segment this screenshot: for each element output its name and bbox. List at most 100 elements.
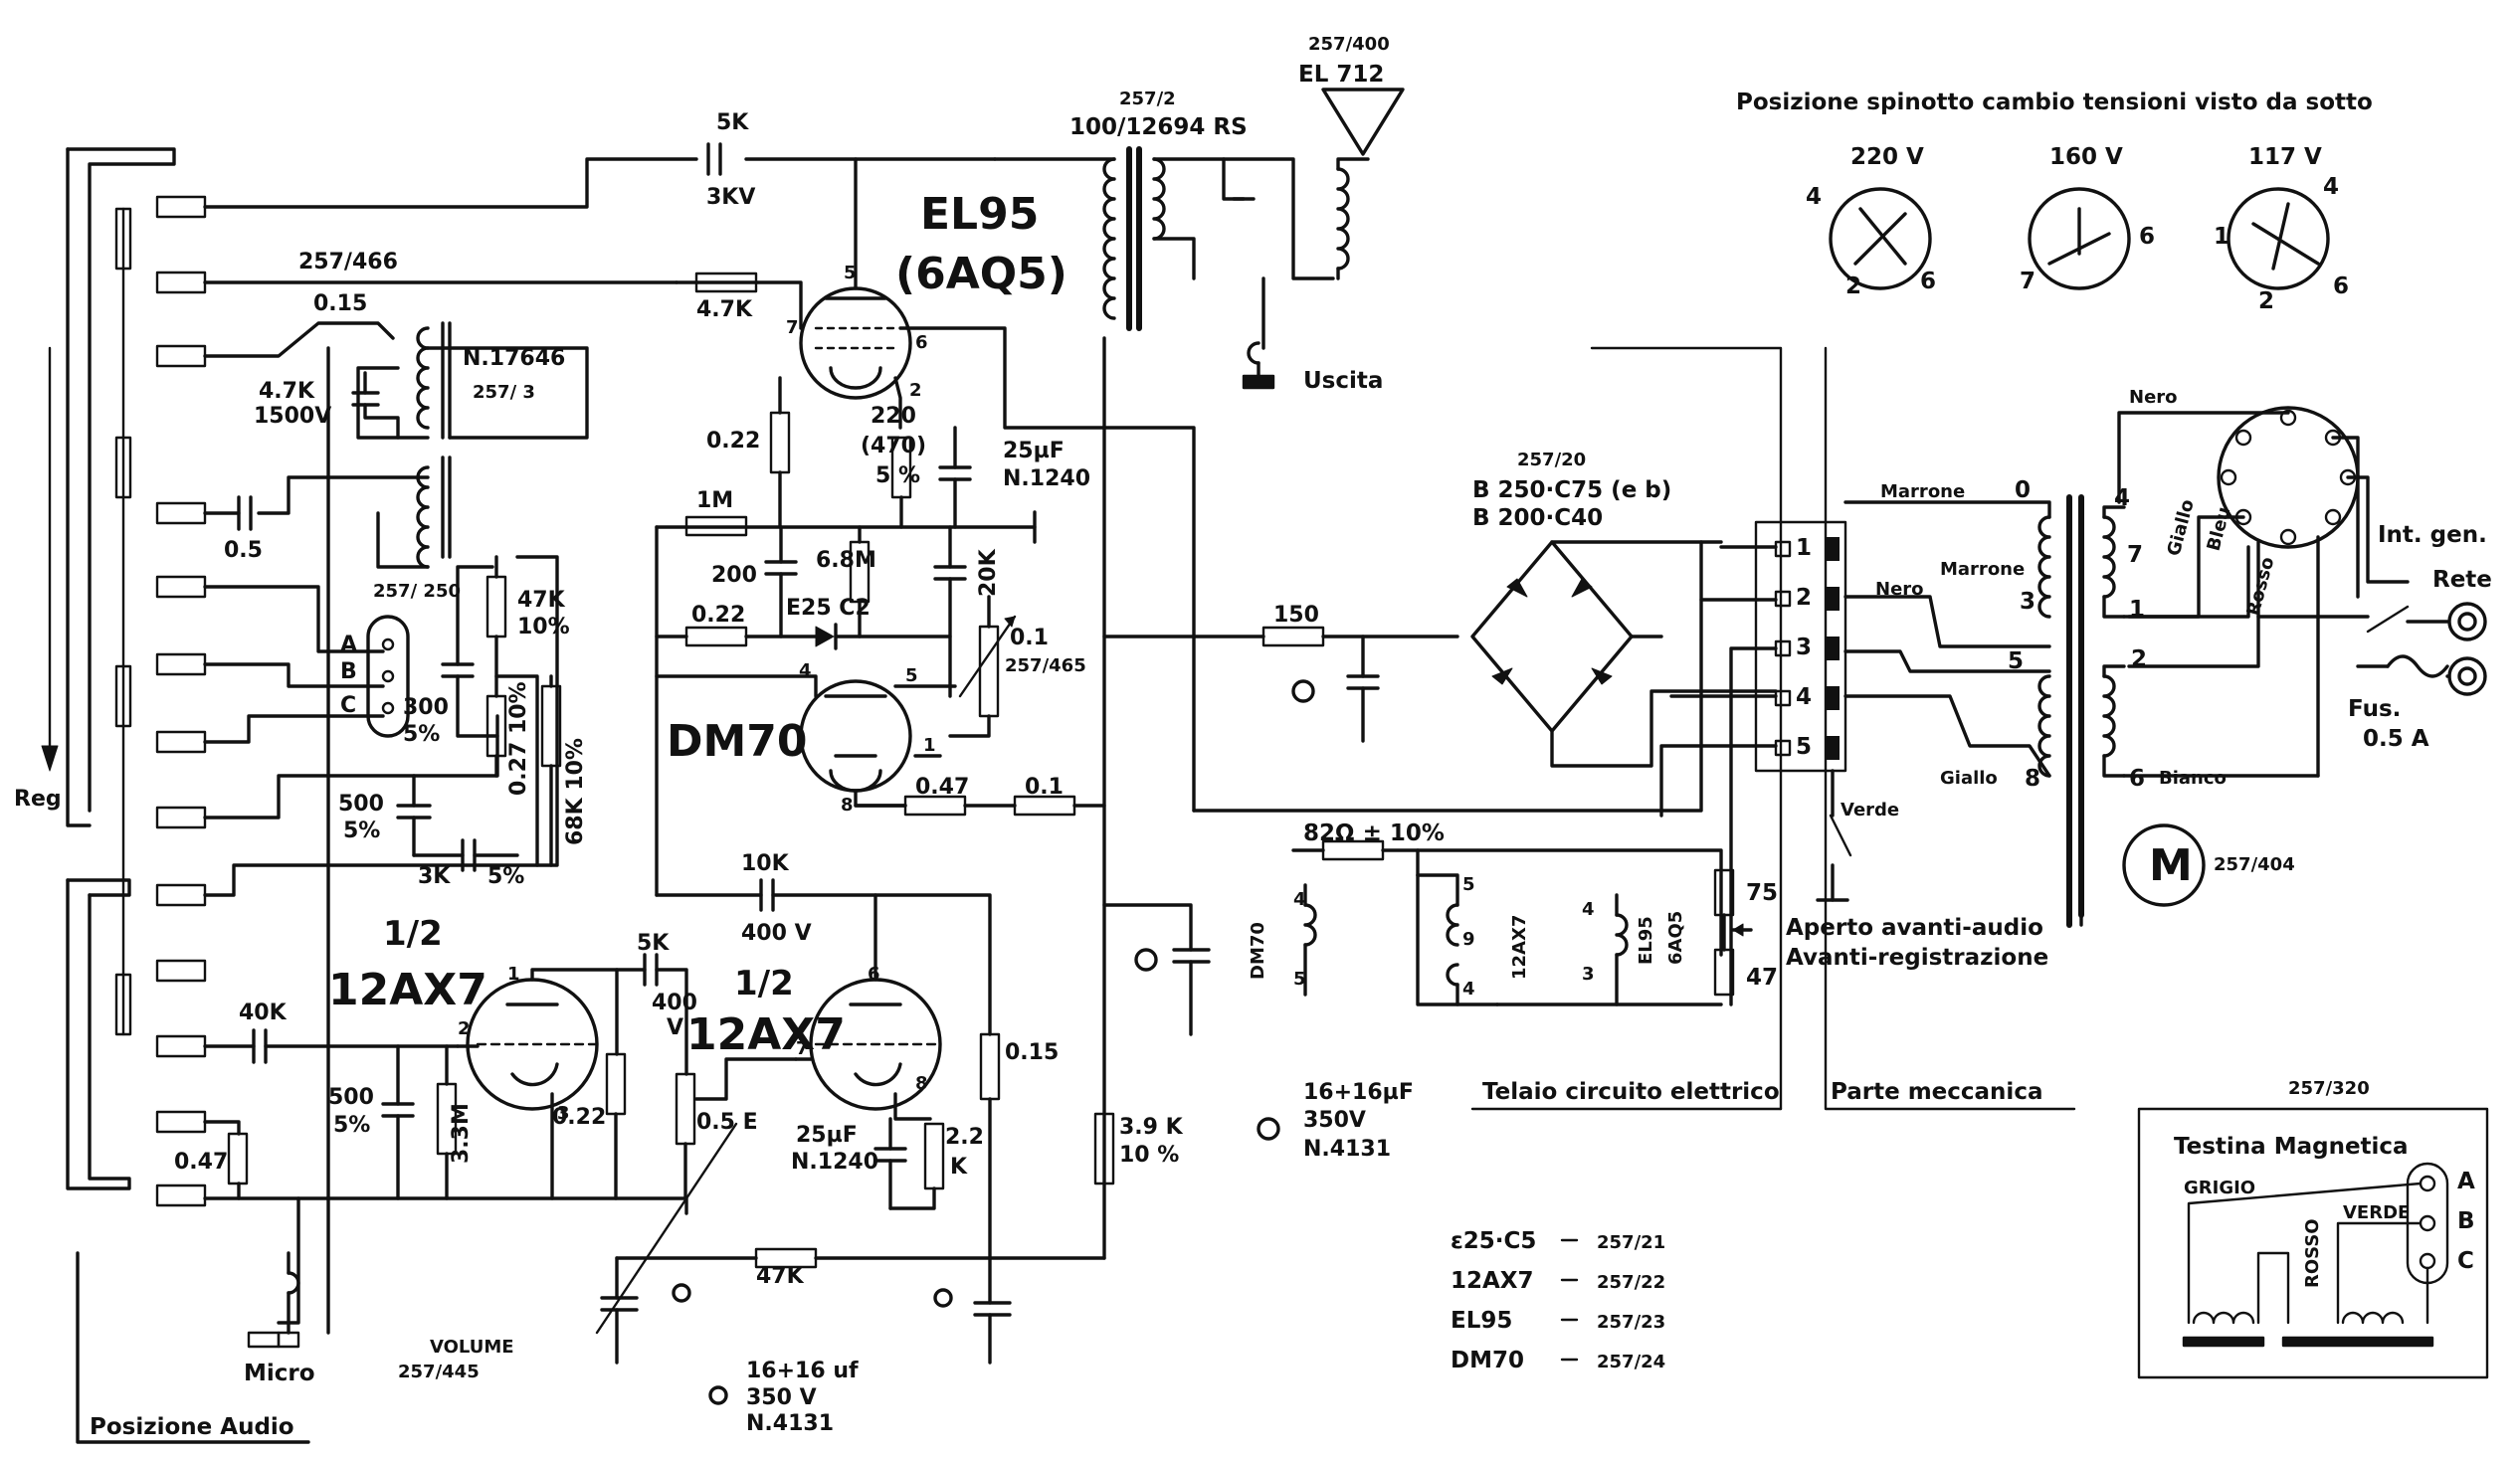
svg-text:N.1240: N.1240 xyxy=(791,1150,878,1175)
svg-text:2: 2 xyxy=(2131,646,2147,672)
svg-text:40K: 40K xyxy=(239,1001,288,1025)
posizione-audio-label: Posizione Audio xyxy=(90,1414,294,1440)
micro-label: Micro xyxy=(244,1361,315,1386)
svg-text:257/445: 257/445 xyxy=(398,1362,480,1382)
svg-text:2: 2 xyxy=(1845,273,1861,299)
reg-label: Reg xyxy=(14,787,62,812)
svg-text:B 200·C40: B 200·C40 xyxy=(1472,505,1603,531)
svg-text:47K: 47K xyxy=(517,588,566,613)
power-transformer: 0 3 5 8 Marrone Marrone Nero Giallo 4 7 … xyxy=(1843,477,2147,928)
svg-text:VERDE: VERDE xyxy=(2343,1202,2410,1223)
motor-label: M xyxy=(2149,840,2193,891)
svg-text:257/320: 257/320 xyxy=(2288,1078,2370,1099)
svg-text:16+16µF: 16+16µF xyxy=(1303,1080,1414,1105)
power-supply: 257/20 B 250·C75 (e b) B 200·C40 xyxy=(1093,450,1778,1185)
svg-text:4: 4 xyxy=(1806,184,1822,210)
svg-text:4.7K: 4.7K xyxy=(259,379,315,404)
svg-text:6: 6 xyxy=(868,964,880,985)
svg-text:8: 8 xyxy=(915,1073,928,1094)
mains-section: Nero Giallo Bleu Rosso Bianco Int. gen. … xyxy=(2117,387,2492,907)
svg-text:5: 5 xyxy=(905,665,918,686)
plug-160v: 160 V 7 6 xyxy=(2020,144,2155,294)
wiring-left: Micro Posizione Audio xyxy=(76,157,997,1444)
svg-text:400: 400 xyxy=(652,991,697,1015)
svg-text:5: 5 xyxy=(844,263,857,283)
tube-12ax7-a: 1 2 3 1/2 12AX7 xyxy=(328,914,798,1335)
svg-text:5: 5 xyxy=(1796,734,1812,760)
tube-label-6aq5: (6AQ5) xyxy=(895,249,1067,299)
svg-text:1M: 1M xyxy=(696,488,733,513)
svg-text:0.47: 0.47 xyxy=(915,775,969,800)
svg-text:25µF: 25µF xyxy=(1003,439,1065,463)
svg-text:C: C xyxy=(340,693,356,718)
switch-257-250 xyxy=(366,615,410,738)
tube-list-part: 257/23 xyxy=(1597,1312,1665,1333)
svg-text:2: 2 xyxy=(1796,585,1812,611)
svg-text:Verde: Verde xyxy=(1841,800,1899,820)
svg-text:Nero: Nero xyxy=(1875,579,1924,600)
voltage-plugs: Posizione spinotto cambio tensioni visto… xyxy=(1736,90,2373,314)
svg-text:117 V: 117 V xyxy=(2248,144,2322,170)
tube-dm70: 4 5 1 8 DM70 xyxy=(655,515,1106,897)
svg-text:N.4131: N.4131 xyxy=(1303,1137,1391,1162)
svg-text:20K: 20K xyxy=(976,548,1001,597)
svg-text:10 %: 10 % xyxy=(1119,1143,1179,1168)
svg-text:N.1240: N.1240 xyxy=(1003,466,1090,491)
svg-text:Bleu: Bleu xyxy=(2204,504,2235,553)
rectifier-label: B 250·C75 (e b) xyxy=(1472,477,1671,503)
svg-text:257/2: 257/2 xyxy=(1119,89,1176,109)
svg-text:Giallo: Giallo xyxy=(1940,768,1998,789)
component-labels: 5K 3KV 4.7K 257/466 0.15 4.7K 1500V N.17… xyxy=(174,110,1414,1436)
svg-text:7: 7 xyxy=(786,317,799,338)
half-12ax7-a: 1/2 xyxy=(383,914,443,954)
svg-text:12AX7: 12AX7 xyxy=(1509,915,1530,980)
svg-text:47K: 47K xyxy=(756,1264,805,1289)
svg-text:2: 2 xyxy=(458,1018,471,1039)
tube-list-part: 257/22 xyxy=(1597,1272,1665,1293)
svg-text:6.8M: 6.8M xyxy=(816,548,876,573)
svg-text:Avanti-registrazione: Avanti-registrazione xyxy=(1786,945,2048,971)
voltage-plug-title: Posizione spinotto cambio tensioni visto… xyxy=(1736,90,2373,115)
svg-text:DM70: DM70 xyxy=(1248,922,1268,980)
tube-list-part: 257/24 xyxy=(1597,1352,1665,1372)
svg-text:0.22: 0.22 xyxy=(691,603,745,628)
svg-text:B: B xyxy=(340,659,357,684)
svg-text:1: 1 xyxy=(923,735,936,756)
svg-text:K: K xyxy=(950,1155,968,1180)
svg-text:3: 3 xyxy=(557,1103,570,1124)
svg-text:6: 6 xyxy=(2333,273,2349,299)
svg-text:257/465: 257/465 xyxy=(1005,655,1086,676)
svg-text:Marrone: Marrone xyxy=(1880,481,1965,502)
svg-text:7: 7 xyxy=(796,1038,809,1059)
svg-text:220 V: 220 V xyxy=(1850,144,1924,170)
svg-text:8: 8 xyxy=(841,795,854,816)
svg-text:8: 8 xyxy=(2025,766,2040,792)
resistor-82-label: 82Ω ± 10% xyxy=(1303,820,1445,846)
svg-text:ROSSO: ROSSO xyxy=(2302,1218,2323,1288)
half-12ax7-b: 1/2 xyxy=(734,964,794,1003)
tube-list-name: EL95 xyxy=(1451,1308,1512,1334)
svg-text:6: 6 xyxy=(915,332,928,353)
svg-text:200: 200 xyxy=(711,563,757,588)
svg-text:4: 4 xyxy=(1796,684,1812,710)
svg-text:A: A xyxy=(340,633,357,657)
svg-text:3.9 K: 3.9 K xyxy=(1119,1115,1184,1140)
svg-text:6AQ5: 6AQ5 xyxy=(1665,911,1686,965)
svg-text:5%: 5% xyxy=(343,819,380,843)
chassis-dividers: Telaio circuito elettrico Parte meccanic… xyxy=(1470,346,2076,1111)
output-transformer: Uscita 257/400 EL 712 257/2 100/12694 RS xyxy=(993,34,1405,1260)
svg-text:257/404: 257/404 xyxy=(2214,854,2295,875)
svg-text:2.2: 2.2 xyxy=(945,1125,984,1150)
svg-text:350V: 350V xyxy=(1303,1108,1366,1133)
svg-text:3: 3 xyxy=(1582,964,1595,985)
svg-text:A: A xyxy=(2457,1169,2475,1194)
parte-meccanica-label: Parte meccanica xyxy=(1831,1079,2042,1105)
svg-text:4: 4 xyxy=(1293,889,1306,910)
svg-text:1500V: 1500V xyxy=(254,404,331,429)
tube-label-12ax7-a: 12AX7 xyxy=(328,965,487,1015)
svg-text:0.5 A: 0.5 A xyxy=(2363,726,2429,752)
svg-text:1: 1 xyxy=(2129,597,2145,623)
svg-text:5%: 5% xyxy=(403,722,440,747)
svg-text:N.4131: N.4131 xyxy=(746,1411,834,1436)
